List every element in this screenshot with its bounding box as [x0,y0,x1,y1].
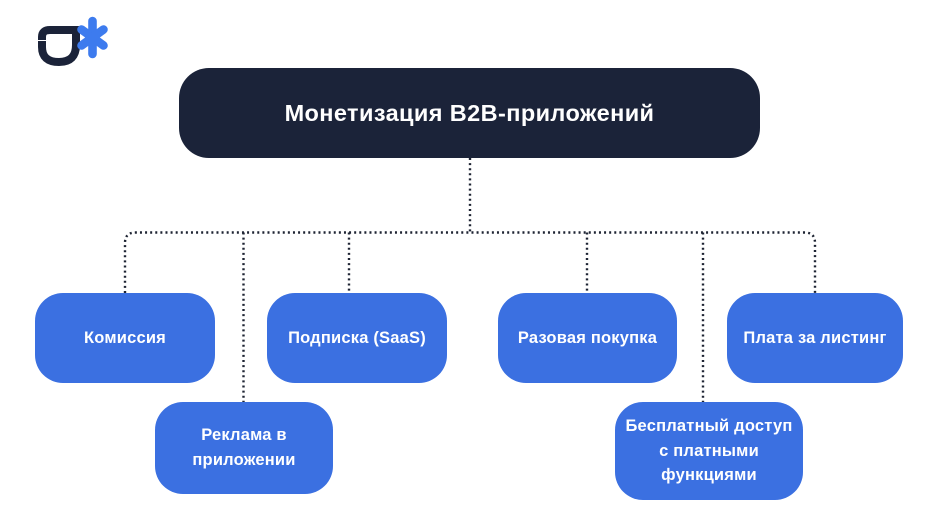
brand-logo [38,16,108,67]
node-commission: Комиссия [35,293,215,383]
node-in-app-ads-line2: приложении [192,451,296,469]
node-freemium-line2: с платными [659,441,759,460]
node-subscription-label: Подписка (SaaS) [288,328,426,347]
diagram-root-node: Монетизация B2B-приложений [179,68,760,158]
node-listing-fee-label: Плата за листинг [743,328,887,347]
node-one-time-purchase: Разовая покупка [498,293,677,383]
node-commission-label: Комиссия [83,328,166,347]
node-in-app-ads-line1: Реклама в [201,426,287,445]
node-freemium-label: Бесплатный доступ с платными функциями [625,414,792,488]
node-freemium: Бесплатный доступ с платными функциями [615,402,803,500]
node-one-time-purchase-label: Разовая покупка [517,328,658,347]
logo-letter-a-icon [38,26,80,67]
node-subscription: Подписка (SaaS) [267,293,447,383]
logo-asterisk-icon [77,16,108,59]
node-listing-fee: Плата за листинг [727,293,903,383]
diagram-root-label: Монетизация B2B-приложений [284,99,655,126]
node-freemium-line1: Бесплатный доступ [625,416,793,435]
connector-horizontal-rail [123,231,817,293]
node-in-app-ads-label: Реклама в приложении [192,423,295,473]
node-freemium-line3: функциями [661,466,757,485]
node-in-app-ads: Реклама в приложении [155,402,333,494]
